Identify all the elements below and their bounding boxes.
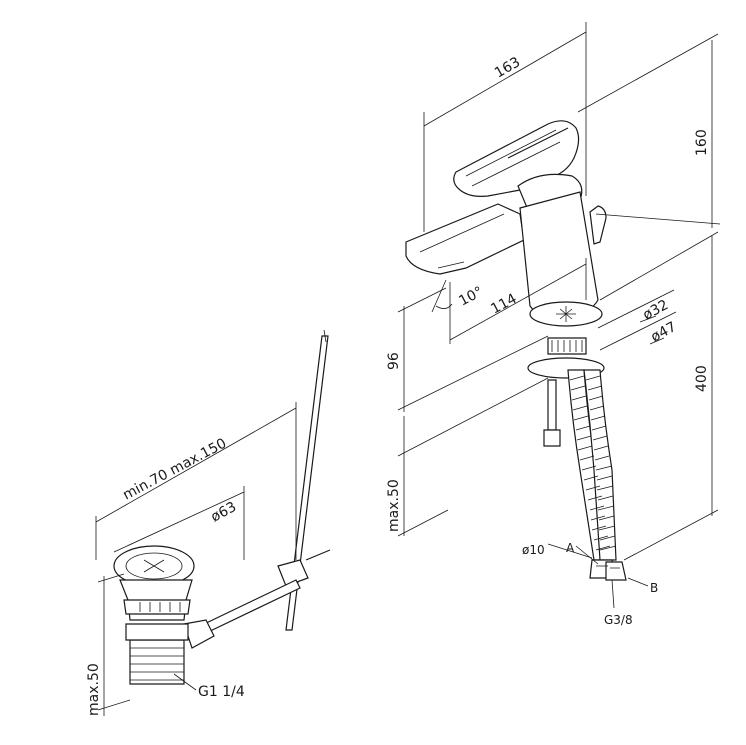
label-thread-waste: G1 1/4 (198, 684, 245, 700)
mounting-stud (547, 379, 557, 431)
faucet-assembly: 163 160 10° 114 96 ø32 ø47 400 max.50 A … (386, 22, 721, 627)
waste-dimension-lines (95, 402, 297, 716)
dim-drain-diameter: ø63 (208, 499, 239, 526)
label-hose-diameter: ø10 (522, 543, 545, 557)
label-thread-faucet: G3/8 (604, 613, 633, 627)
popup-knob (589, 205, 607, 245)
drain-thread (129, 639, 185, 685)
dim-mount-diameter-inner: ø32 (640, 297, 671, 324)
dim-hose-length: 400 (694, 365, 710, 392)
label-a: A (566, 541, 575, 555)
dim-spout-angle: 10° (456, 284, 485, 310)
dim-mount-diameter-outer: ø47 (648, 319, 679, 346)
dim-max-thickness: max.50 (386, 479, 402, 532)
waste-assembly: min.70 max.150 ø63 max.50 G1 1/4 (86, 329, 331, 716)
pull-rod (285, 335, 329, 631)
rod-clamp (277, 559, 309, 587)
drain-side-outlet (183, 619, 215, 649)
lift-rod (199, 579, 301, 635)
dim-rod-range: min.70 max.150 (120, 436, 229, 504)
dim-spout-reach: 114 (488, 291, 519, 318)
dim-body-height: 96 (386, 352, 402, 370)
dim-height-upper: 160 (694, 129, 710, 156)
braided-hoses (567, 369, 627, 581)
faucet-dimension-lines (397, 22, 721, 609)
dim-waste-max-thickness: max.50 (86, 663, 102, 716)
label-b: B (650, 581, 658, 595)
